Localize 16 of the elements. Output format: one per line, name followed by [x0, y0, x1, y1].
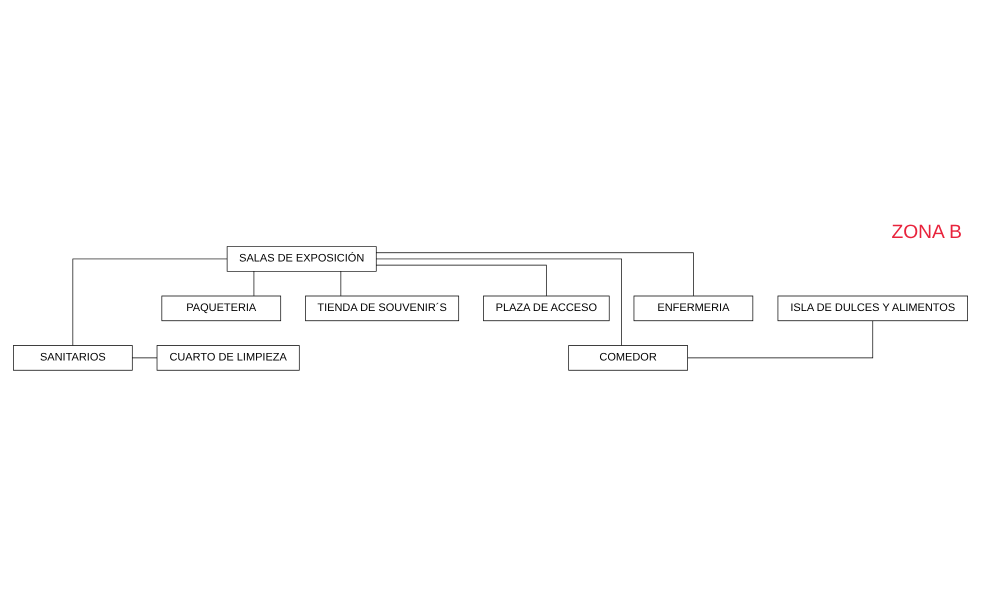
node-box: PLAZA DE ACCESO — [483, 296, 610, 322]
connector — [340, 271, 342, 296]
connector — [72, 258, 228, 346]
node-box: PAQUETERIA — [162, 296, 282, 322]
connector — [687, 320, 874, 358]
node-box: CUARTO DE LIMPIEZA — [156, 345, 300, 371]
node-box: TIENDA DE SOUVENIR´S — [305, 296, 460, 322]
connector — [376, 264, 547, 296]
node-box: SALAS DE EXPOSICIÓN — [226, 246, 377, 272]
connector — [376, 258, 622, 346]
node-box: SANITARIOS — [13, 345, 133, 371]
node-box: COMEDOR — [568, 345, 688, 371]
diagram-title: ZONA B — [891, 222, 962, 243]
node-box: ENFERMERIA — [634, 296, 754, 322]
connector — [376, 252, 694, 296]
node-box: ISLA DE DULCES Y ALIMENTOS — [778, 296, 968, 322]
